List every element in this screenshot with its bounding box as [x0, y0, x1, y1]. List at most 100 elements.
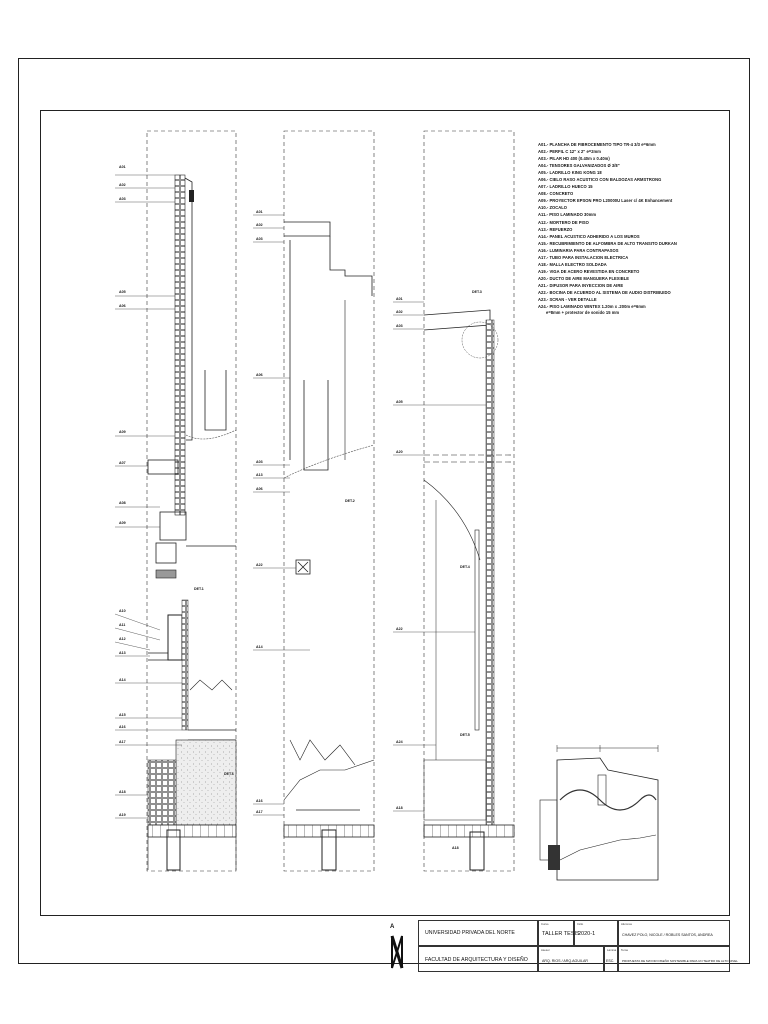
callout-tag: A20	[396, 450, 403, 454]
section-3-brick-wall	[485, 319, 495, 831]
callout-tag: A24	[396, 740, 403, 744]
callout-tag: A22	[256, 563, 263, 567]
section-2-dashed-limit	[283, 130, 375, 872]
section-1	[114, 130, 237, 872]
callout-tag: A03	[119, 197, 126, 201]
legend-item: A13.- REFUERZO	[538, 226, 573, 232]
callout-tag: A16	[256, 799, 263, 803]
key-plan-section	[539, 745, 659, 881]
legend-item: A11.- PISO LAMINADO 30mm	[538, 212, 597, 218]
course-cell: Curso TALLER TESIS	[538, 920, 580, 946]
detail-marker: DET.2	[345, 499, 355, 503]
callout-tag: A05	[119, 290, 126, 294]
section-1-dashed-limit	[146, 130, 237, 872]
cycle-cell: Ciclo 2020-1	[574, 920, 618, 946]
detail-marker: DET.4	[460, 565, 470, 569]
section-3-dashed-limit	[423, 130, 515, 872]
callout-tag: A18	[396, 806, 403, 810]
legend-item: A08.- CONCRETO	[538, 191, 574, 197]
callout-tag: A18	[452, 846, 459, 850]
callout-tag: A14	[119, 678, 126, 682]
university-cell: UNIVERSIDAD PRIVADA DEL NORTE	[418, 920, 538, 946]
faculty-name: FACULTAD DE ARQUITECTURA Y DISEÑO	[425, 957, 528, 963]
callout-tag: A16	[119, 725, 126, 729]
legend-item-note: e=8mm + protector de sonido 15 mm	[546, 310, 620, 316]
callout-tag: A17	[119, 740, 126, 744]
inner-drawing-border	[40, 110, 730, 916]
callout-tag: A01	[396, 297, 403, 301]
callout-tag: A06	[256, 487, 263, 491]
sheet-label: Lámina	[607, 948, 617, 952]
callout-tag: A01	[256, 210, 263, 214]
callout-tag: A13	[119, 651, 126, 655]
course-label: Curso	[541, 922, 549, 926]
sheet-value: ESC.	[606, 959, 615, 963]
section-3	[393, 130, 515, 872]
callout-tag: A06	[119, 304, 126, 308]
detail-marker: DET.3	[472, 290, 482, 294]
callout-tag: A02	[256, 223, 263, 227]
legend-item: A21.- DIFUSOR PARA INYECCION DE AIRE	[538, 282, 624, 288]
legend-item: A14.- PANEL ACUSTICO ADHERIDO A LOS MURO…	[538, 233, 640, 239]
section-1-floor-slab	[147, 824, 237, 838]
detail-marker: DET.5	[460, 733, 470, 737]
callout-tag: A13	[256, 473, 263, 477]
project-label: Tema	[621, 948, 628, 952]
legend-item: A17.- TUBO PARA INSTALACION ELECTRICA	[538, 254, 629, 260]
legend-item: A04.- TENSORES GALVANIZADOS Ø 3/8"	[538, 163, 620, 169]
detail-marker: DET.1	[194, 587, 204, 591]
materials-legend: A01.- PLANCHA DE FIBROCEMENTO TIPO TR-4 …	[538, 141, 738, 316]
legend-item: A07.- LADRILLO HUECO 15	[538, 184, 593, 190]
cycle-value: 2020-1	[578, 931, 596, 937]
project-cell: Tema PROPUESTA DE MAYOR DISEÑO SOSTENIBL…	[618, 946, 738, 972]
callout-tag: A12	[119, 637, 126, 641]
callout-tag: A19	[119, 813, 126, 817]
legend-item: A05.- LADRILLO KING KONG 18	[538, 170, 602, 176]
callout-tag: A02	[396, 310, 403, 314]
section-2-floor-slab	[283, 824, 375, 838]
callout-tag: A05	[396, 400, 403, 404]
legend-item: A06.- CIELO RASO ACUSTICO CON BALDOZAS A…	[538, 177, 662, 183]
project-value: PROPUESTA DE MAYOR DISEÑO SOSTENIBLE PAR…	[622, 959, 738, 963]
legend-item: A16.- LUMINARIA PARA CONTRAPASOS	[538, 247, 619, 253]
authors-value: CHAVEZ POLO, NICOLE / ROBLES SANTOS, AND…	[622, 933, 713, 937]
legend-item: A02.- PERFIL C 12" x 2" e=2mm	[538, 149, 601, 155]
callout-tag: A09	[119, 521, 126, 525]
legend-item: A19.- VIGA DE ACERO REVESTIDA EN CONCRET…	[538, 268, 640, 274]
callout-tag: A08	[119, 501, 126, 505]
legend-item: A01.- PLANCHA DE FIBROCEMENTO TIPO TR-4 …	[538, 142, 656, 147]
callout-tag: A03	[256, 460, 263, 464]
authors-label: Alumnos	[621, 922, 632, 926]
callout-tag: A03	[396, 324, 403, 328]
advisor-value: ARQ. RIOS / ARQ.AGUILAR	[542, 959, 588, 963]
north-arrow: A	[388, 924, 406, 970]
legend-item: A09.- PROYECTOR EPSON PRO L20000U Laser …	[538, 198, 673, 204]
callout-tag: A01	[119, 165, 126, 169]
north-arrow-icon	[390, 935, 404, 969]
callout-tag: A07	[119, 461, 126, 465]
title-block: UNIVERSIDAD PRIVADA DEL NORTE FACULTAD D…	[380, 920, 738, 972]
north-scale-letter: A	[390, 924, 395, 930]
callout-tag: A06	[256, 373, 263, 377]
legend-item: A18.- MALLA ELECTRO SOLDADA	[538, 261, 607, 267]
advisor-cell: Asesor ARQ. RIOS / ARQ.AGUILAR	[538, 946, 604, 972]
authors-cell: Alumnos CHAVEZ POLO, NICOLE / ROBLES SAN…	[618, 920, 730, 946]
callout-tag: A03	[256, 237, 263, 241]
university-name: UNIVERSIDAD PRIVADA DEL NORTE	[425, 930, 515, 936]
section-1-brick-wall	[174, 174, 186, 516]
sheet-cell: Lámina ESC.	[604, 946, 618, 972]
legend-item: A03.- PILAR HD 400 (0.40m x 0.40m)	[538, 156, 610, 162]
legend-item: A12.- MORTERO DE PISO	[538, 219, 589, 225]
callout-tag: A15	[119, 713, 126, 717]
cycle-label: Ciclo	[577, 922, 584, 926]
legend-item: A23.- SCRAN - VER DETALLE	[538, 297, 597, 303]
section-1-concrete	[175, 739, 237, 826]
callout-tag: A10	[119, 609, 126, 613]
section-3-floor-slab	[423, 824, 515, 838]
callout-tag: A02	[119, 183, 126, 187]
course-value: TALLER TESIS	[542, 931, 580, 937]
faculty-cell: FACULTAD DE ARQUITECTURA Y DISEÑO	[418, 946, 538, 972]
legend-item: A20.- DUCTO DE AIRE MANGUERA FLEXIBLE	[538, 275, 630, 281]
